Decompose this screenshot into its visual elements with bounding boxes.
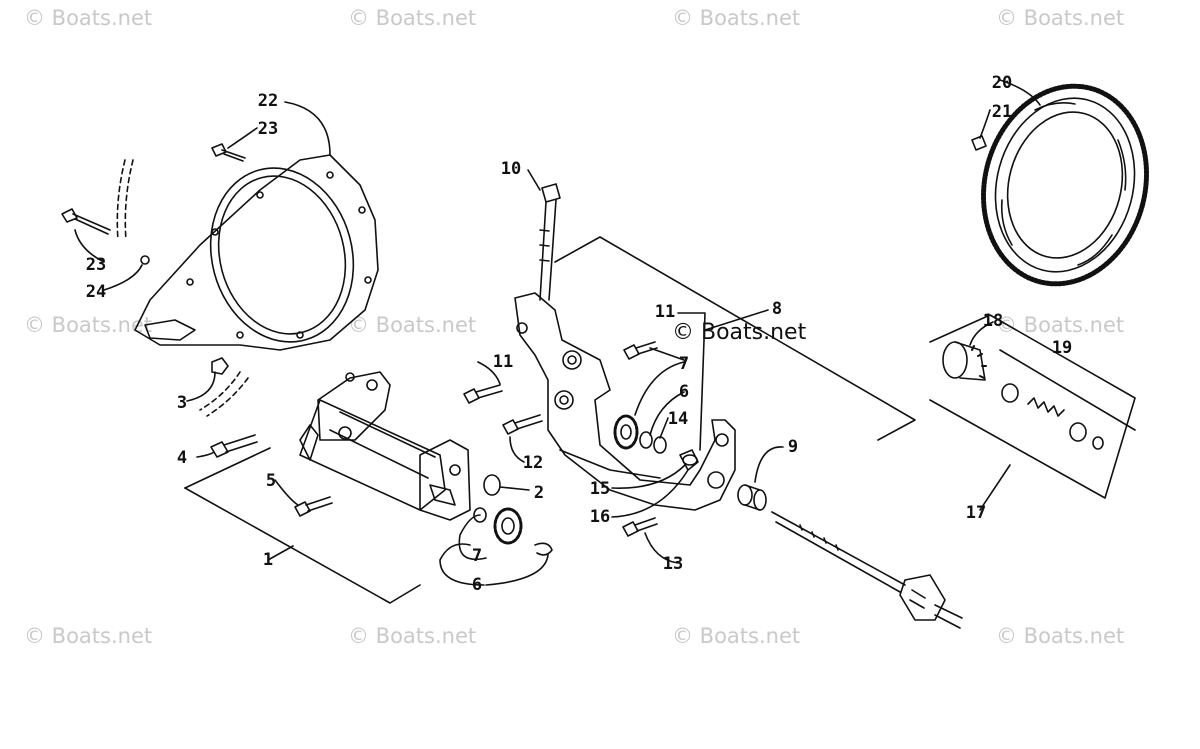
watermark: © Boats.net xyxy=(348,624,477,648)
callout-8[interactable]: 8 xyxy=(771,299,783,319)
bolt-4 xyxy=(210,434,258,458)
callout-24[interactable]: 24 xyxy=(85,282,107,302)
cap xyxy=(1069,422,1087,442)
drive-shaft xyxy=(771,511,963,629)
bushing-2 xyxy=(483,474,501,496)
callout-14[interactable]: 14 xyxy=(667,409,689,429)
washer-lower xyxy=(473,507,487,523)
callout-20[interactable]: 20 xyxy=(991,73,1013,93)
bolt-5 xyxy=(294,496,333,517)
screw-23-left xyxy=(61,208,111,235)
callout-11-lower[interactable]: 11 xyxy=(492,352,514,372)
callout-7-lower[interactable]: 7 xyxy=(471,546,483,566)
watermark: © Boats.net xyxy=(348,313,477,337)
ring-gear-20 xyxy=(981,83,1149,287)
callout-23-top[interactable]: 23 xyxy=(257,119,279,139)
screw-21 xyxy=(971,135,987,151)
nut-3 xyxy=(211,357,229,375)
bolt-11-lower xyxy=(463,384,503,404)
callout-2[interactable]: 2 xyxy=(533,483,545,503)
watermark: © Boats.net xyxy=(672,6,801,30)
clip-6-lower xyxy=(534,542,553,556)
watermark: © Boats.net xyxy=(348,6,477,30)
bolt-10 xyxy=(539,183,561,301)
callout-4[interactable]: 4 xyxy=(176,448,188,468)
callout-3[interactable]: 3 xyxy=(176,393,188,413)
callout-15[interactable]: 15 xyxy=(589,479,611,499)
callout-13[interactable]: 13 xyxy=(662,554,684,574)
watermark: © Boats.net xyxy=(24,6,153,30)
gear-7-lower xyxy=(493,507,523,545)
bolt-13 xyxy=(622,517,658,537)
callout-10[interactable]: 10 xyxy=(500,159,522,179)
callout-5[interactable]: 5 xyxy=(265,471,277,491)
callout-12[interactable]: 12 xyxy=(522,453,544,473)
callout-18[interactable]: 18 xyxy=(982,311,1004,331)
ring xyxy=(1092,436,1104,450)
watermark: © Boats.net xyxy=(996,624,1125,648)
watermark: © Boats.net xyxy=(996,313,1125,337)
housing-cover-plate xyxy=(134,154,379,351)
mount-bracket xyxy=(514,292,736,511)
callout-22[interactable]: 22 xyxy=(257,91,279,111)
pinion-18 xyxy=(942,341,987,381)
gear-7-upper xyxy=(613,414,639,450)
watermark-center: © Boats.net xyxy=(672,320,807,345)
starter-motor xyxy=(299,371,471,521)
watermark: © Boats.net xyxy=(996,6,1125,30)
screw-23-top xyxy=(211,143,246,162)
callout-9[interactable]: 9 xyxy=(787,437,799,457)
callout-23-left[interactable]: 23 xyxy=(85,255,107,275)
callout-7-upper[interactable]: 7 xyxy=(678,354,690,374)
washer-6-upper xyxy=(639,431,653,449)
watermark: © Boats.net xyxy=(24,624,153,648)
washer-14 xyxy=(653,436,667,454)
bolt-12 xyxy=(502,414,543,435)
bushing-9 xyxy=(737,484,767,511)
watermark: © Boats.net xyxy=(672,624,801,648)
callout-1[interactable]: 1 xyxy=(262,550,274,570)
callout-21[interactable]: 21 xyxy=(991,102,1013,122)
spring-16 xyxy=(682,454,698,466)
washer-24 xyxy=(140,255,150,265)
callout-6-lower[interactable]: 6 xyxy=(471,575,483,595)
callout-6-upper[interactable]: 6 xyxy=(678,382,690,402)
callout-11-upper[interactable]: 11 xyxy=(654,302,676,322)
spring xyxy=(1027,397,1065,417)
callout-16[interactable]: 16 xyxy=(589,507,611,527)
watermark: © Boats.net xyxy=(24,313,153,337)
collar xyxy=(1001,383,1019,403)
bolt-11-upper xyxy=(623,341,658,360)
callout-17[interactable]: 17 xyxy=(965,503,987,523)
callout-19[interactable]: 19 xyxy=(1051,338,1073,358)
